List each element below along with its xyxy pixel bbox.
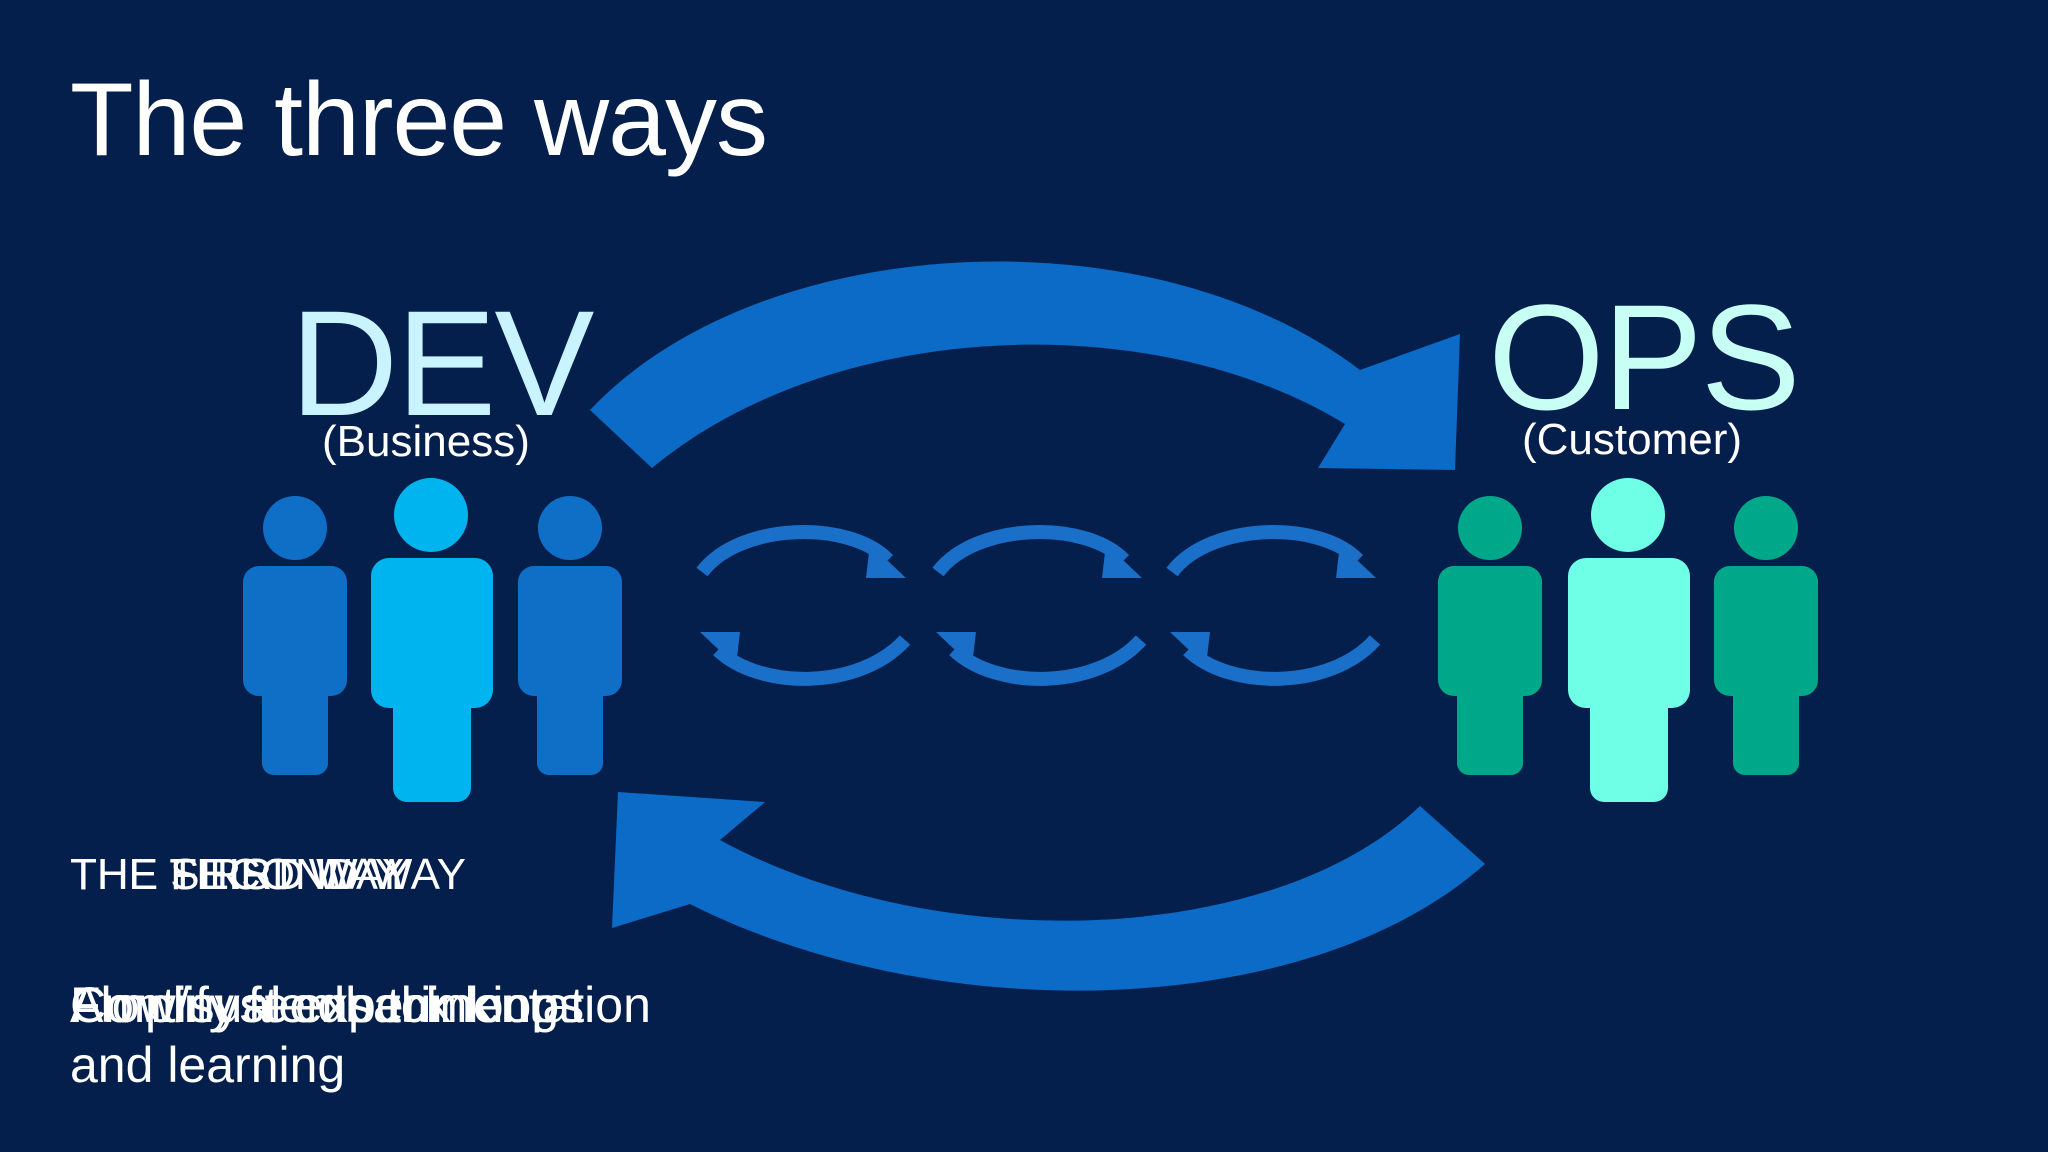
dev-person-right-icon [518,496,622,775]
slide-title: The three ways [70,62,768,178]
way-3-description: Continual experimentation and learning [70,977,651,1093]
dev-sublabel: (Business) [322,417,530,466]
way-2-heading: THE SECOND WAY [70,850,467,899]
ops-person-right-icon [1714,496,1818,775]
way-2-description: Amplify feedback loops [70,977,585,1033]
way-3-heading: THE THIRD WAY [70,850,412,899]
way-1-heading: THE FIRST WAY [70,850,405,899]
feedback-loop-arrowheads [700,544,1376,666]
ops-label: OPS [1488,273,1801,441]
bottom-cycle-arrow [612,792,1485,991]
dev-person-center-icon [371,478,493,802]
top-cycle-arrow [590,261,1460,470]
dev-label: DEV [290,279,594,447]
ops-sublabel: (Customer) [1522,415,1743,464]
way-1-description: Flow/systems thinking [70,977,560,1033]
dev-person-left-icon [243,496,347,775]
ops-person-left-icon [1438,496,1542,775]
ops-person-center-icon [1568,478,1690,802]
